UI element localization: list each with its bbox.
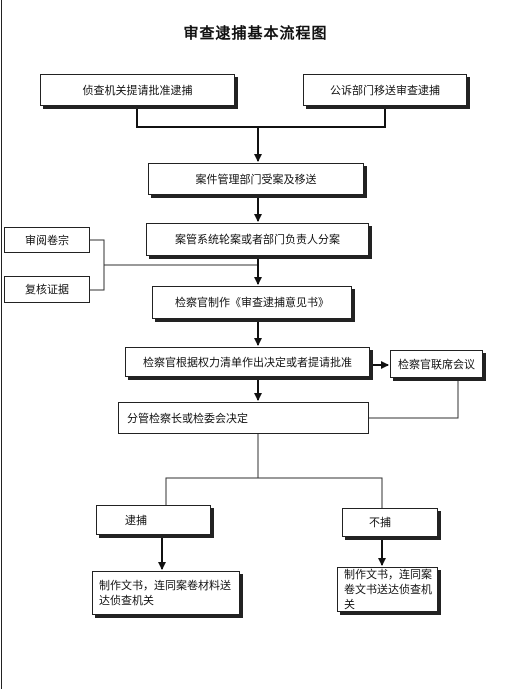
box-verify-evidence: 复核证据 (4, 276, 90, 303)
box-no-arrest: 不捕 (342, 508, 438, 537)
box-prosecution-transfer: 公诉部门移送审查逮捕 (303, 74, 467, 106)
connector-prosecution-merge (258, 106, 386, 128)
box-arrest-document: 制作文书，连同案卷材料送达侦查机关 (92, 571, 240, 615)
connector-review-files (90, 239, 105, 265)
page-title: 审查逮捕基本流程图 (183, 24, 328, 42)
box-chief-decision: 分管检察长或检委会决定 (118, 402, 369, 434)
box-case-management: 案件管理部门受案及移送 (148, 163, 364, 195)
connector-branch-arms (165, 477, 383, 508)
connector-investigation-merge (136, 106, 258, 128)
box-assignment: 案管系统轮案或者部门负责人分案 (146, 223, 369, 256)
left-border-line (1, 0, 2, 689)
box-decision-or-report: 检察官根据权力清单作出决定或者提请批准 (125, 347, 370, 377)
box-joint-meeting: 检察官联席会议 (390, 350, 483, 378)
box-no-arrest-document: 制作文书，连同案卷文书送达侦查机关 (337, 567, 438, 612)
box-arrest: 逮捕 (96, 505, 211, 535)
connector-joint-to-chief (369, 378, 459, 419)
box-investigation-request: 侦查机关提请批准逮捕 (40, 74, 235, 106)
box-review-files: 审阅卷宗 (4, 227, 90, 253)
box-opinion-draft: 检察官制作《审查逮捕意见书》 (152, 286, 352, 319)
connector-verify-evidence (90, 265, 105, 291)
